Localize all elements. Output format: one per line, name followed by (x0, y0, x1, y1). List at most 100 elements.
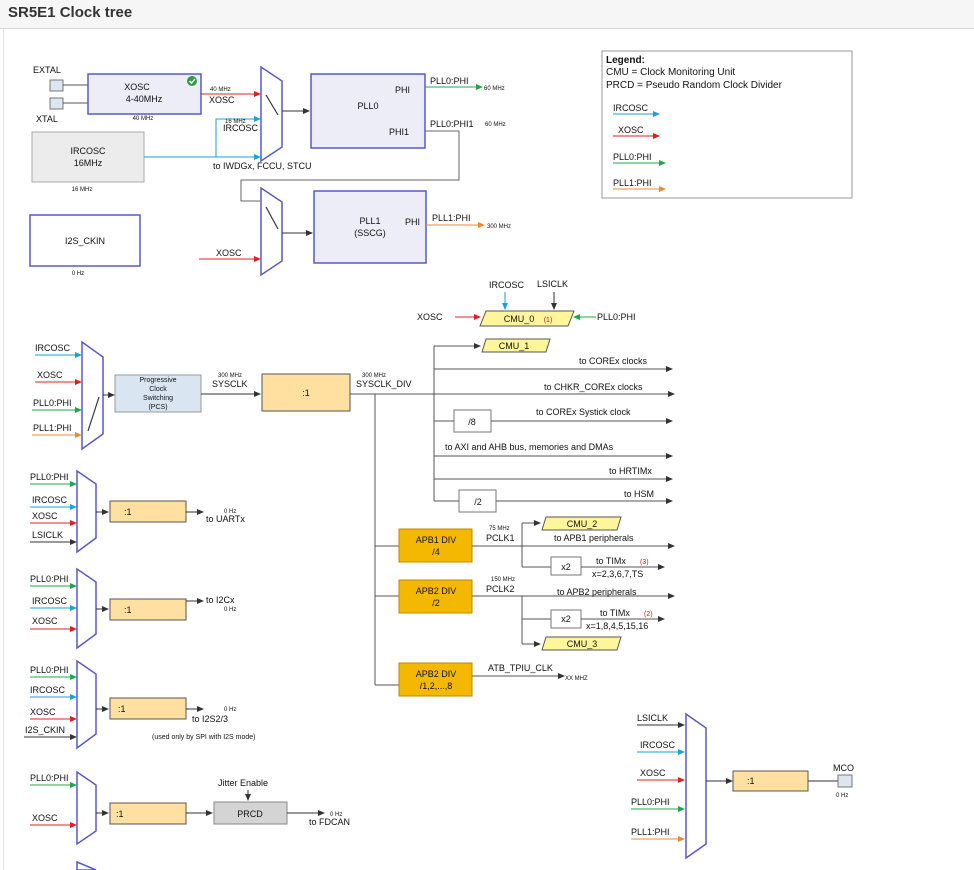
uart-section: PLL0:PHI IRCOSC XOSC LSICLK :1 0 Hz to U… (30, 469, 245, 554)
x2a-block[interactable] (550, 556, 582, 576)
i2c-in-xosc: XOSC (32, 616, 58, 626)
i2s-ckin-label: I2S_CKIN (65, 236, 105, 246)
i2s-div-label: :1 (118, 704, 126, 714)
pll1-input-mux[interactable] (260, 186, 283, 277)
pll1-block[interactable] (313, 190, 427, 264)
pll0-label: PLL0 (357, 101, 378, 111)
tim1-note: (3) (640, 559, 649, 566)
mco-mux[interactable] (685, 712, 707, 860)
i2s-mux[interactable] (76, 659, 97, 750)
cmu0-note: (1) (544, 317, 553, 324)
legend-pll1: PLL1:PHI (613, 178, 652, 188)
fdcan-in-xosc: XOSC (32, 813, 58, 823)
cmu2-block[interactable] (541, 516, 622, 531)
uart-freq: 0 Hz (224, 509, 236, 515)
cmu3-label: CMU_3 (567, 639, 598, 649)
i2c-divider[interactable] (109, 598, 187, 621)
cmu0-section: IRCOSC LSICLK XOSC CMU_0 (1) PLL0:PHI (417, 279, 636, 327)
pcs-l4: (PCS) (148, 404, 167, 411)
extal-label: EXTAL (33, 65, 61, 75)
i2s-ckin-block[interactable] (29, 214, 141, 267)
xosc-range: 4-40MHz (126, 94, 163, 104)
apb2b-label: APB2 DIV (416, 669, 457, 679)
apb1-div-block[interactable] (398, 528, 473, 563)
cmu0-lsiclk: LSICLK (537, 279, 568, 289)
sys-in-irc: IRCOSC (35, 343, 71, 353)
sysclk-div-label-out: SYSCLK_DIV (356, 379, 412, 389)
fdcan-div-label: :1 (116, 809, 124, 819)
i2s-ckin-freq: 0 Hz (72, 271, 84, 277)
apb2-label: APB2 DIV (416, 586, 457, 596)
uart-mux[interactable] (76, 469, 97, 554)
fdcan-section: PLL0:PHI XOSC :1 Jitter Enable PRCD 0 Hz… (30, 770, 350, 870)
to-systick: to COREx Systick clock (536, 407, 631, 417)
diagram-canvas: EXTAL XTAL XOSC 4-40MHz 40 MHz 40 MHz XO… (3, 29, 974, 870)
apb2-div-block[interactable] (398, 579, 473, 614)
div2-label: /2 (474, 497, 482, 507)
div8-label: /8 (468, 417, 476, 427)
atb-freq: XX MHZ (565, 676, 588, 682)
xtal-label: XTAL (36, 114, 58, 124)
apb2-div: /2 (432, 598, 440, 608)
prcd-label: PRCD (237, 809, 263, 819)
mco-freq: 0 Hz (836, 793, 848, 799)
pll0-phi-port: PHI (395, 85, 410, 95)
sys-in-pll1: PLL1:PHI (33, 423, 72, 433)
sysclk-label: SYSCLK (212, 379, 248, 389)
mco-divider[interactable] (732, 770, 809, 792)
to-apb1: to APB1 peripherals (554, 533, 634, 543)
pll0-block[interactable] (310, 73, 426, 149)
i2c-section: PLL0:PHI IRCOSC XOSC :1 to I2Cx 0 Hz (30, 567, 236, 650)
tim2-note: (2) (644, 611, 653, 618)
apb1-div: /4 (432, 547, 440, 557)
to-corex: to COREx clocks (579, 356, 648, 366)
fdcan-in-pll0: PLL0:PHI (30, 773, 69, 783)
xosc-block-label: XOSC (124, 82, 150, 92)
cmu1-block[interactable] (481, 338, 551, 353)
cmu0-pll0phi: PLL0:PHI (597, 312, 636, 322)
sysclk-div-label: :1 (302, 388, 310, 398)
cmu0-block[interactable] (479, 310, 575, 327)
pll0-phi-label: PLL0:PHI (430, 76, 469, 86)
pll0-input-mux[interactable] (260, 65, 283, 163)
uart-in-lsi: LSICLK (32, 530, 63, 540)
sysclk-mux[interactable] (81, 340, 104, 451)
mux-in-freq: 40 MHz (210, 87, 231, 93)
i2c-mux[interactable] (76, 567, 97, 650)
i2s-in-irc: IRCOSC (30, 685, 66, 695)
mco-pin[interactable] (837, 774, 853, 788)
uart-div-label: :1 (124, 507, 132, 517)
legend-box (601, 50, 853, 199)
mux-in-xosc: XOSC (209, 95, 235, 105)
legend-xosc: XOSC (618, 125, 644, 135)
to-hrtim: to HRTIMx (609, 466, 652, 476)
pll1-phi-label: PLL1:PHI (432, 213, 471, 223)
mco-div-label: :1 (747, 776, 755, 786)
i2c-div-label: :1 (124, 605, 132, 615)
cmu3-block[interactable] (541, 636, 622, 651)
pll0-phi1-label: PLL0:PHI1 (430, 119, 474, 129)
x2a-label: x2 (561, 562, 571, 572)
to-tim2: to TIMx (600, 608, 630, 618)
cmu0-label: CMU_0 (504, 314, 535, 324)
mco-in-xosc: XOSC (640, 768, 666, 778)
pcs-l3: Switching (143, 395, 173, 402)
uart-divider[interactable] (109, 500, 187, 523)
to-axi: to AXI and AHB bus, memories and DMAs (445, 442, 614, 452)
fdcan-to: to FDCAN (309, 817, 350, 827)
i2s-freq: 0 Hz (224, 707, 236, 713)
cmu1-label: CMU_1 (499, 341, 530, 351)
cmu0-ircosc: IRCOSC (489, 280, 525, 290)
pcs-block[interactable] (114, 374, 202, 413)
apb2b-div-block[interactable] (398, 662, 473, 697)
apb1-label: APB1 DIV (416, 535, 457, 545)
sysclk-divider[interactable] (261, 373, 351, 412)
sysclk-div-freq: 300 MHz (362, 373, 386, 379)
pll1-label: PLL1 (359, 216, 380, 226)
pclk2-label: PCLK2 (486, 584, 515, 594)
ircosc-block-label: IRCOSC (70, 146, 106, 156)
ircosc-block[interactable] (31, 131, 145, 183)
fdcan-mux[interactable] (76, 770, 97, 846)
cmu0-xosc: XOSC (417, 312, 443, 322)
mco-in-pll1: PLL1:PHI (631, 827, 670, 837)
